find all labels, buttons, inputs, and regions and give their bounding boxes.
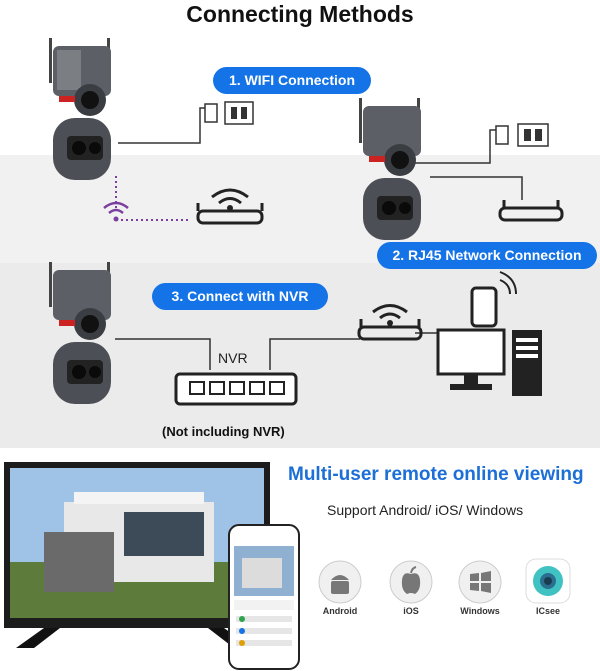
method-rj45-label: 2. RJ45 Network Connection (377, 242, 597, 269)
camera-icon (359, 98, 421, 240)
method-wifi-label: 1. WIFI Connection (213, 67, 371, 94)
apple-icon (389, 560, 433, 604)
nvr-switch-icon (174, 372, 298, 406)
platform-label-android: Android (322, 606, 358, 616)
viewing-headline: Multi-user remote online viewing (288, 464, 584, 485)
page-title: Connecting Methods (186, 1, 414, 27)
smartphone-icon (470, 271, 517, 328)
camera-icon (49, 262, 111, 404)
method-nvr-label: 3. Connect with NVR (152, 283, 328, 310)
nvr-label: NVR (218, 350, 248, 366)
android-icon (318, 560, 362, 604)
platform-label-ios: iOS (403, 606, 419, 616)
power-adapter-icon (495, 123, 549, 147)
desktop-computer-icon (436, 328, 542, 396)
router-icon (196, 188, 264, 225)
power-adapter-icon (204, 101, 254, 125)
mobile-app-screen (228, 524, 300, 670)
wifi-icon (103, 201, 129, 222)
icsee-app-icon (525, 558, 571, 604)
platform-label-windows: Windows (460, 606, 500, 616)
nvr-note: (Not including NVR) (162, 424, 285, 439)
platform-support-text: Support Android/ iOS/ Windows (327, 502, 524, 518)
tv-monitor-image (4, 462, 270, 648)
platform-label-icsee: ICsee (535, 606, 561, 616)
camera-icon (49, 38, 111, 180)
router-icon (357, 304, 423, 341)
windows-icon (458, 560, 502, 604)
router-icon (498, 200, 564, 222)
